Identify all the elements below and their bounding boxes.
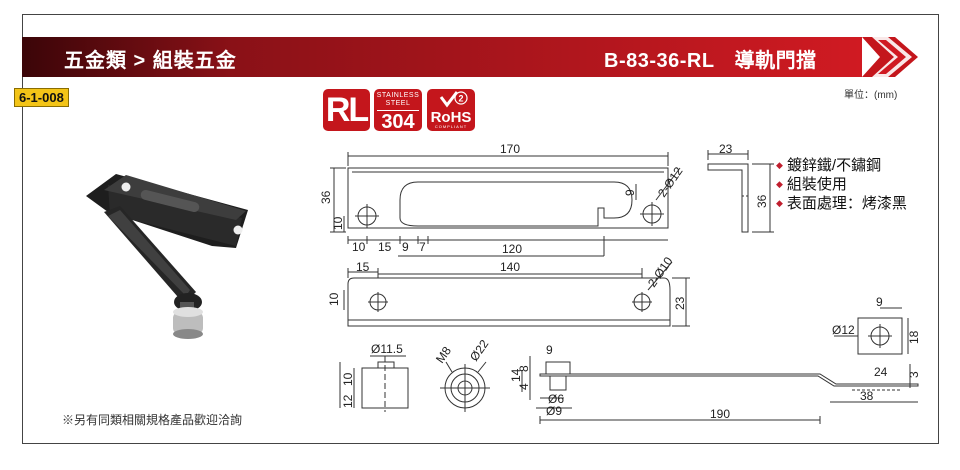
dim-9-arm: 9	[546, 343, 553, 357]
model-number: B-83-36-RL	[604, 50, 715, 72]
stainless-grade: 304	[377, 110, 419, 133]
stainless-label: STAINLESS STEEL	[376, 92, 420, 107]
dim-36-angle: 36	[755, 194, 769, 208]
dim-m8: M8	[433, 344, 454, 366]
dim-d9: Ø9	[546, 404, 562, 418]
rl-badge: RL	[323, 89, 370, 131]
roller-view	[339, 355, 409, 412]
header-banner	[0, 37, 940, 77]
washer-view	[440, 361, 490, 412]
banner-arrow-graphic	[22, 37, 918, 77]
svg-text:2: 2	[459, 94, 464, 104]
arm-view	[521, 356, 919, 424]
dim-10-left: 10	[331, 216, 345, 230]
product-code-badge: 6-1-008	[14, 88, 69, 107]
rohs-label: RoHS	[430, 109, 472, 126]
middle-plate-view	[343, 261, 690, 327]
dim-8-arm: 8	[517, 365, 531, 372]
bullet-diamond-icon: ◆	[776, 160, 783, 170]
rohs-sub: COMPLIANT	[434, 124, 468, 129]
spec-item: ◆鍍鋅鐵/不鏽鋼	[776, 156, 907, 175]
rohs-badge: 2 RoHS COMPLIANT	[427, 89, 475, 131]
dim-4-arm: 4	[517, 383, 531, 390]
dim-23-angle: 23	[719, 142, 733, 156]
spec-item: ◆組裝使用	[776, 175, 907, 194]
product-name: 導軌門擋	[734, 50, 817, 72]
dim-120: 120	[502, 242, 522, 256]
unit-label: 單位：(mm)	[844, 90, 898, 101]
dim-14-arm: 14	[509, 368, 523, 382]
end-detail-view	[834, 307, 909, 355]
dim-9-end: 9	[876, 295, 883, 309]
dim-190: 190	[710, 407, 730, 421]
dim-9-slot: 9	[623, 189, 637, 196]
dim-170: 170	[500, 142, 520, 156]
spec-text: 表面處理：烤漆黑	[786, 195, 907, 212]
dim-d6: Ø6	[548, 392, 564, 406]
category-breadcrumb: 五金類 > 組裝五金	[64, 50, 237, 72]
bullet-diamond-icon: ◆	[776, 179, 783, 189]
dim-15-mid: 15	[356, 260, 370, 274]
dim-15-bottom: 15	[378, 240, 392, 254]
footnote: ※另有同類相關規格產品歡迎洽詢	[62, 413, 243, 427]
dim-3-end: 3	[907, 371, 921, 378]
dim-d11-5: Ø11.5	[371, 342, 403, 356]
dim-10-mid: 10	[327, 292, 341, 306]
dim-d12-end: Ø12	[832, 323, 855, 337]
dim-140: 140	[500, 260, 520, 274]
dim-9-bottom: 9	[402, 240, 409, 254]
dim-2-d12: 2-Ø12	[655, 164, 686, 200]
angle-side-view	[707, 150, 774, 233]
dim-7-bottom: 7	[419, 240, 426, 254]
bullet-diamond-icon: ◆	[776, 198, 783, 208]
dim-10-roller: 10	[341, 372, 355, 386]
rohs-check-icon: 2	[439, 91, 468, 108]
dim-24-end: 24	[874, 365, 888, 379]
product-title: B-83-36-RL 導軌門擋	[604, 44, 817, 73]
dim-2-d10: 2-Ø10	[645, 254, 676, 290]
spec-text: 組裝使用	[786, 176, 847, 193]
dim-36-left: 36	[319, 190, 333, 204]
dim-10-bottom: 10	[352, 240, 366, 254]
dim-12-roller: 12	[341, 394, 355, 408]
spec-list: ◆鍍鋅鐵/不鏽鋼 ◆組裝使用 ◆表面處理：烤漆黑	[776, 156, 907, 213]
dim-38-end: 38	[860, 389, 874, 403]
dim-18-end: 18	[907, 330, 921, 344]
spec-item: ◆表面處理：烤漆黑	[776, 194, 907, 213]
spec-text: 鍍鋅鐵/不鏽鋼	[786, 157, 882, 174]
dim-d22: Ø22	[467, 337, 492, 364]
top-plate-view	[330, 152, 681, 257]
dim-23-mid: 23	[673, 296, 687, 310]
stainless-304-badge: STAINLESS STEEL 304	[374, 89, 422, 133]
